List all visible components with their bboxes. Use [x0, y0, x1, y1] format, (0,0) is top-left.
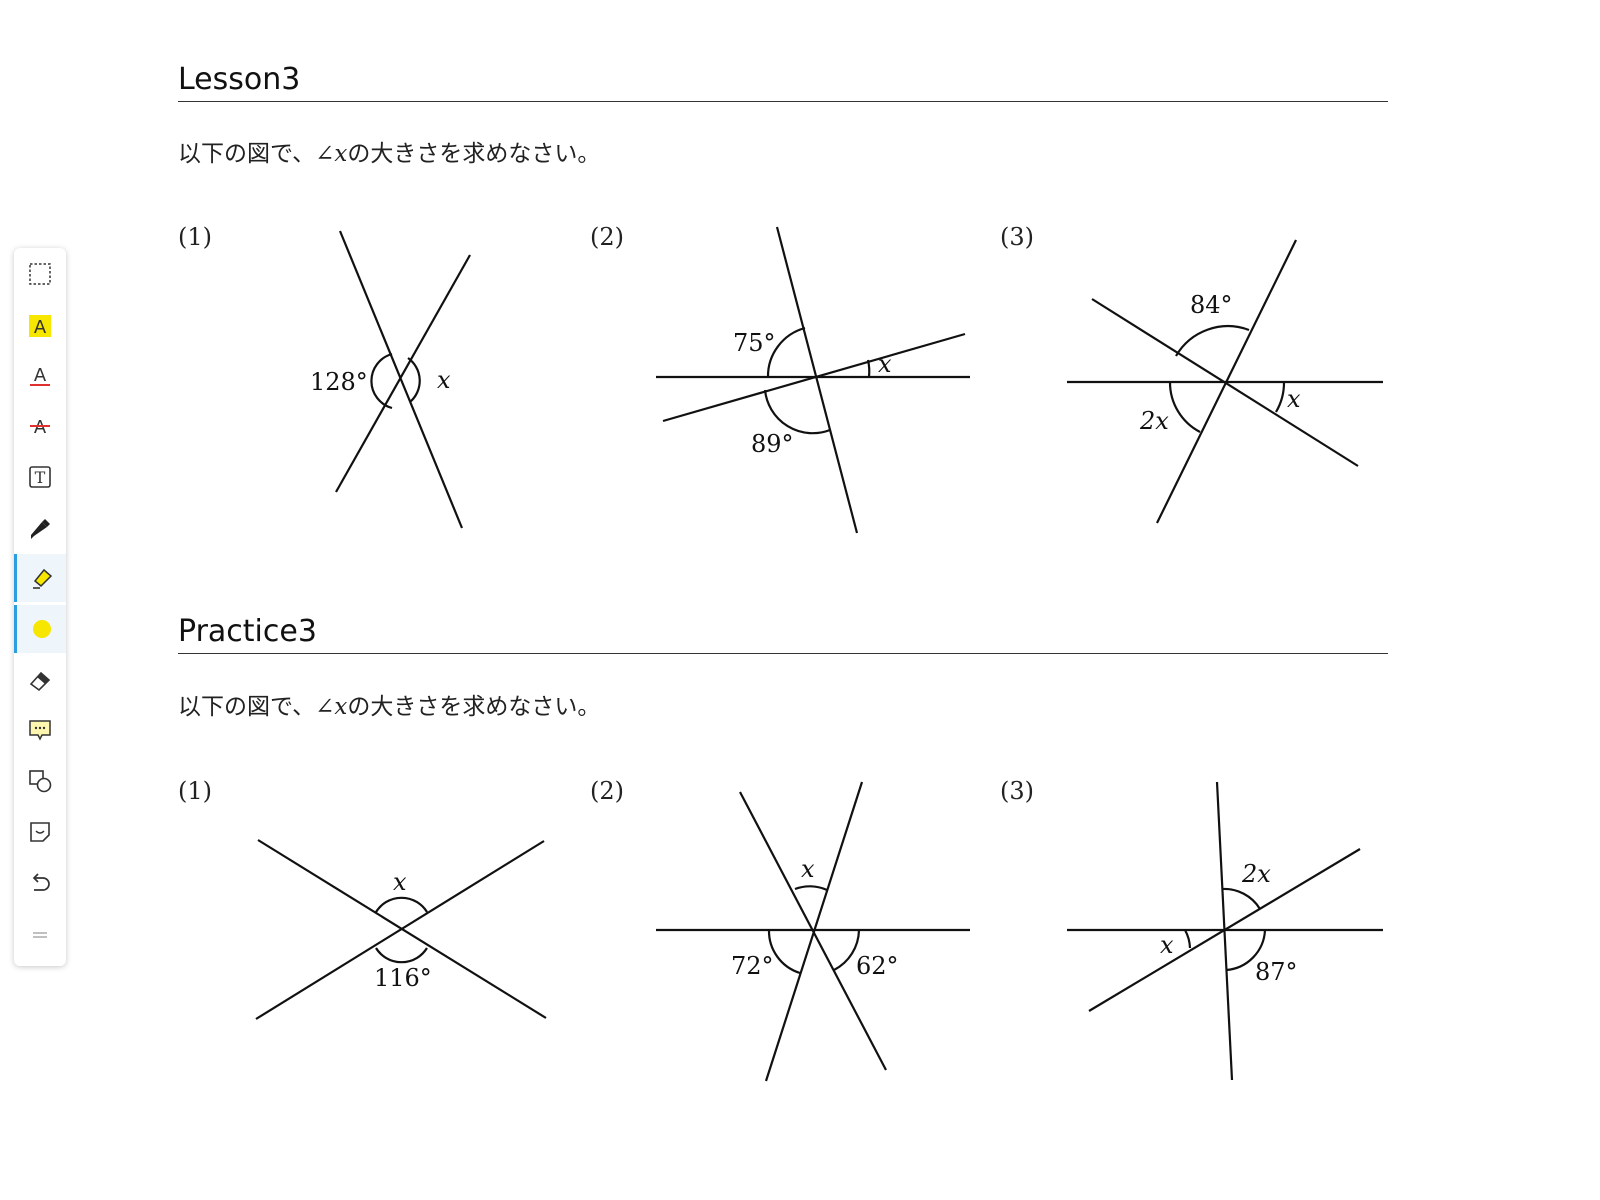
highlighter-button[interactable] [14, 554, 66, 602]
angle-arc [766, 326, 806, 378]
figure-line [255, 840, 545, 1020]
angle-arc [833, 929, 861, 971]
angle-arc [1221, 887, 1261, 910]
practice-divider [178, 653, 1388, 654]
figure-line [764, 781, 864, 1082]
highlighter-icon [32, 568, 52, 589]
shapes-icon [29, 770, 52, 793]
angle-arc [1275, 381, 1286, 413]
highlight-text-icon: A [29, 315, 51, 338]
practice-title: Practice3 [178, 614, 317, 649]
angle-label-116: 116° [374, 964, 432, 992]
angle-label-x: x [801, 855, 815, 883]
svg-text:T: T [35, 468, 46, 487]
angle-arc [1184, 929, 1192, 949]
figure-line [335, 254, 471, 493]
angle-label-x: x [1160, 931, 1174, 959]
angle-arc [375, 947, 428, 964]
shapes-button[interactable] [14, 757, 66, 805]
strikethrough-text-button[interactable]: A [14, 402, 66, 450]
angle-label-x: x [1287, 385, 1301, 413]
sticker-icon [30, 822, 50, 842]
angle-arc [1168, 381, 1201, 433]
lesson-problem-3-label: (3) [1000, 223, 1034, 251]
angle-label-89: 89° [751, 430, 794, 458]
undo-icon [32, 873, 50, 891]
angle-arc [763, 389, 831, 435]
angle-label-x: x [393, 868, 407, 896]
angle-arc [407, 357, 421, 403]
angle-label-87: 87° [1255, 958, 1298, 986]
text-box-icon: T [29, 466, 51, 488]
comment-button[interactable] [14, 706, 66, 754]
toolbar-drag-handle[interactable] [32, 926, 48, 938]
practice-problem-1-label: (1) [178, 777, 212, 805]
svg-text:A: A [34, 365, 47, 386]
angle-label-72: 72° [731, 952, 774, 980]
undo-button[interactable] [14, 859, 66, 907]
figure-line [1088, 848, 1361, 1012]
lesson-problem-2-label: (2) [590, 223, 624, 251]
sticker-button[interactable] [14, 808, 66, 856]
lesson-divider [178, 101, 1388, 102]
angle-label-62: 62° [856, 952, 899, 980]
svg-text:A: A [34, 417, 47, 438]
figure-line [775, 226, 859, 534]
angle-label-2x: 2x [1241, 860, 1271, 888]
angle-label-84: 84° [1190, 291, 1233, 319]
figure-line [338, 230, 464, 529]
lesson-problem-1-label: (1) [178, 223, 212, 251]
angle-label-2x: 2x [1139, 407, 1169, 435]
color-swatch-icon [32, 620, 51, 638]
angle-arc [1225, 929, 1267, 972]
figure-line [1091, 298, 1359, 467]
figure-line [739, 791, 887, 1071]
angle-arc [794, 885, 828, 892]
eraser-icon [29, 671, 51, 692]
selection-icon [29, 263, 51, 285]
svg-text:A: A [34, 317, 47, 338]
lesson-instruction: 以下の図で、∠xの大きさを求めなさい。 [178, 141, 601, 167]
color-swatch-button[interactable] [14, 605, 66, 653]
figure-line [1156, 239, 1297, 524]
practice-instruction: 以下の図で、∠xの大きさを求めなさい。 [178, 694, 601, 720]
underline-text-icon: A [30, 365, 50, 386]
figure-line [662, 332, 966, 423]
angle-label-128: 128° [310, 368, 368, 396]
practice-problem-2-label: (2) [590, 777, 624, 805]
angle-arc [866, 359, 871, 378]
angle-label-x: x [878, 350, 892, 378]
angle-arc [767, 929, 801, 975]
pen-button[interactable] [14, 504, 66, 552]
comment-icon [29, 720, 51, 741]
angle-arc [1175, 325, 1250, 357]
strikethrough-text-icon: A [30, 417, 50, 438]
angle-label-x: x [437, 366, 451, 394]
underline-text-button[interactable]: A [14, 352, 66, 400]
annotation-toolbar: A A A T [14, 248, 66, 966]
practice-problem-3-label: (3) [1000, 777, 1034, 805]
text-box-button[interactable]: T [14, 453, 66, 501]
selection-tool-button[interactable] [14, 250, 66, 298]
highlight-text-button[interactable]: A [14, 302, 66, 350]
angle-arc [370, 352, 393, 410]
pen-icon [31, 519, 50, 539]
drag-handle-icon [33, 932, 47, 938]
eraser-button[interactable] [14, 656, 66, 704]
angle-label-75: 75° [733, 329, 776, 357]
angle-arc [375, 896, 428, 913]
lesson-title: Lesson3 [178, 62, 301, 97]
